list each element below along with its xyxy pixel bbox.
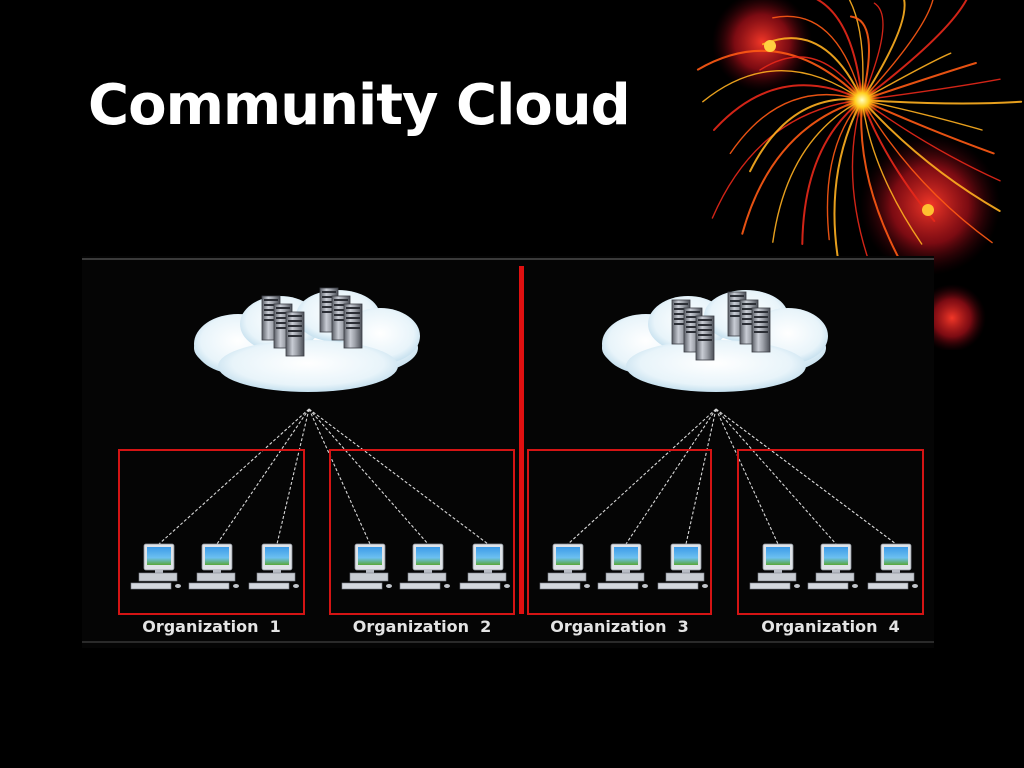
organization-box: [118, 449, 305, 615]
slide-title: Community Cloud: [88, 73, 631, 138]
organization-label: Organization 4: [761, 617, 900, 636]
organization-label: Organization 3: [550, 617, 689, 636]
organization-1: Organization 1: [118, 408, 310, 636]
organization-box: [737, 449, 924, 615]
organization-box: [527, 449, 712, 615]
network-link: [308, 408, 489, 545]
organization-4: Organization 4: [715, 408, 924, 636]
community-cloud-diagram: Organization 1 Organization 2 Organization…: [82, 256, 934, 648]
network-link: [625, 408, 717, 545]
network-link: [685, 408, 717, 545]
organization-box: [329, 449, 515, 615]
organization-3: Organization 3: [527, 408, 717, 636]
firework-decoration: [690, 0, 1024, 352]
organization-label: Organization 2: [353, 617, 492, 636]
network-link: [715, 408, 837, 545]
community-divider: [519, 266, 524, 614]
network-link: [276, 408, 310, 545]
organization-2: Organization 2: [308, 408, 515, 636]
network-link: [567, 408, 717, 545]
network-link: [158, 408, 310, 545]
organization-label: Organization 1: [142, 617, 281, 636]
network-link: [715, 408, 897, 545]
network-link: [216, 408, 310, 545]
